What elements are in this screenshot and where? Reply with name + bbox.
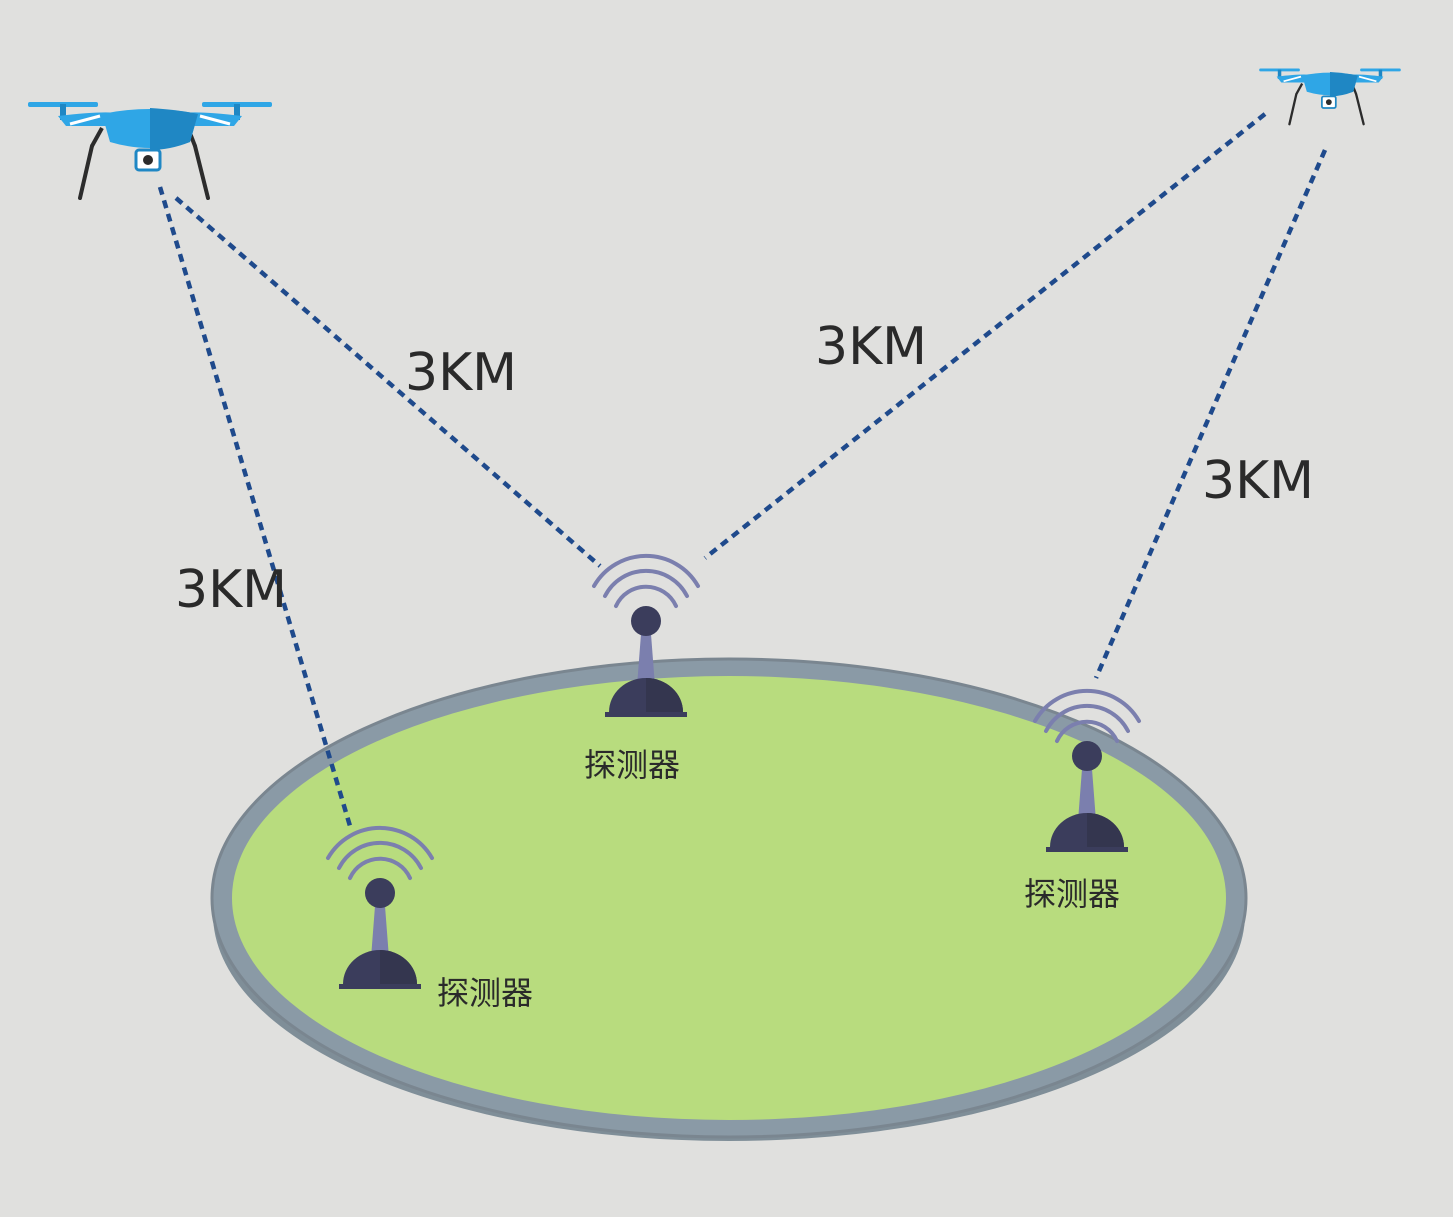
distance-label-right: 3KM — [1202, 451, 1314, 511]
detector-center-label: 探测器 — [584, 746, 680, 784]
detector-center: 探测器 — [584, 553, 700, 784]
detector-left-label: 探测器 — [437, 974, 533, 1012]
detector-right-label: 探测器 — [1024, 875, 1120, 913]
drone-icon — [26, 100, 274, 200]
link-drone-right-detector-center — [703, 112, 1267, 560]
drone-left — [26, 100, 274, 200]
ground-field — [210, 657, 1248, 1141]
detector-right: 探测器 — [1024, 688, 1141, 913]
detector-left: 探测器 — [326, 825, 533, 1012]
drone-icon — [1258, 67, 1402, 126]
link-drone-left-detector-left — [157, 186, 353, 827]
drone-right — [1258, 67, 1402, 126]
distance-label-left: 3KM — [175, 560, 287, 620]
link-drone-left-detector-center — [174, 196, 602, 568]
signal-links — [157, 112, 1328, 827]
distance-label-center-left: 3KM — [405, 343, 517, 403]
distance-label-center-right: 3KM — [815, 317, 927, 377]
link-drone-right-detector-right — [1093, 149, 1328, 679]
